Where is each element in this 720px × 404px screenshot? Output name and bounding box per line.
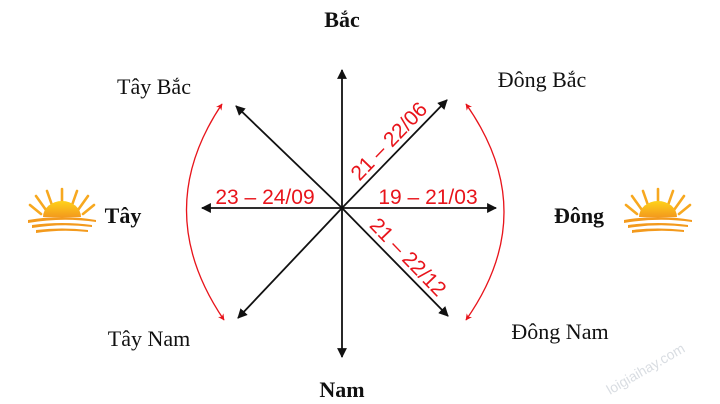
label-northeast: Đông Bắc <box>498 67 587 92</box>
date-southeast: 21 – 22/12 <box>365 214 451 301</box>
arrow-northwest <box>235 105 343 209</box>
compass-arrows <box>201 69 497 358</box>
label-northwest: Tây Bắc <box>117 74 191 99</box>
west-arc <box>185 103 225 321</box>
sun-icon <box>624 187 692 233</box>
label-west: Tây <box>105 203 142 228</box>
arrow-northeast <box>341 99 448 209</box>
arrow-southwest <box>237 207 343 319</box>
sun-icon <box>28 187 96 233</box>
arrow-southeast <box>341 207 449 317</box>
label-south: Nam <box>319 377 364 402</box>
label-east: Đông <box>554 203 604 228</box>
label-southwest: Tây Nam <box>108 326 190 351</box>
watermark: loigiaihay.com <box>604 340 688 398</box>
date-northeast: 21 – 22/06 <box>347 98 433 185</box>
sun-path-arcs <box>185 103 505 321</box>
label-north: Bắc <box>324 7 360 32</box>
date-west: 23 – 24/09 <box>215 186 314 209</box>
label-southeast: Đông Nam <box>511 319 608 344</box>
east-arc <box>465 103 505 321</box>
date-east: 19 – 21/03 <box>378 186 477 209</box>
